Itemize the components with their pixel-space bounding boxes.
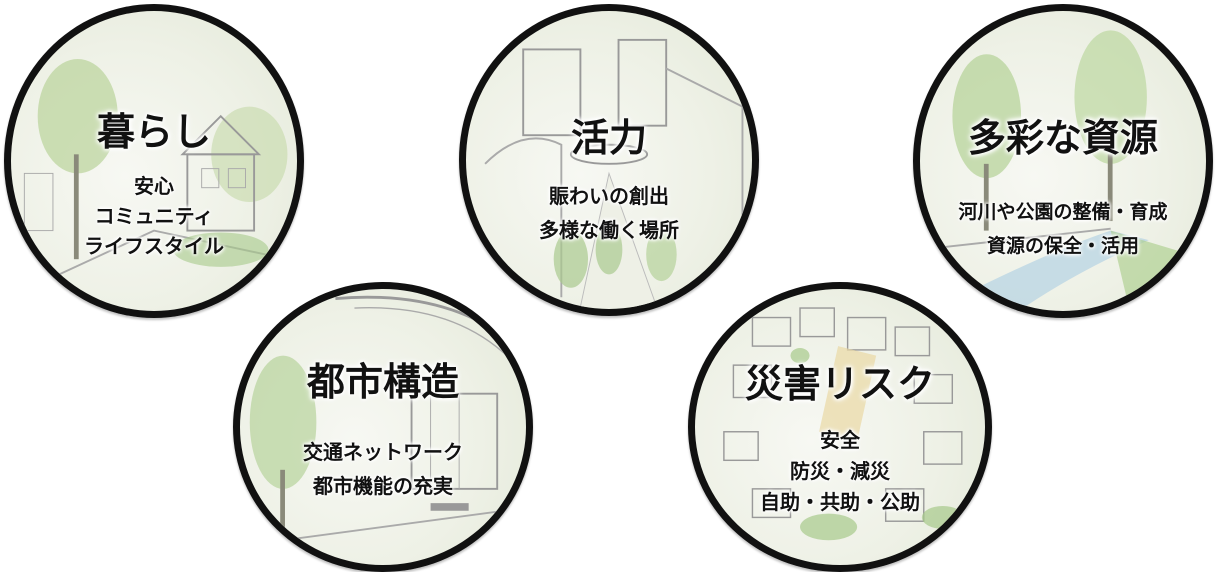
theme-circle-shigen: 多彩な資源 河川や公園の整備・育成 資源の保全・活用: [913, 4, 1213, 318]
theme-circle-toshi: 都市構造 交通ネットワーク 都市機能の充実: [233, 282, 533, 572]
theme-keywords: 安全 防災・減災 自助・共助・公助: [695, 425, 985, 518]
town-aerial-sketch-illustration: [723, 307, 964, 541]
keyword-line: 賑わいの創出: [549, 184, 669, 208]
keyword-line: 都市機能の充実: [313, 474, 453, 498]
street-sketch-illustration: [23, 58, 288, 289]
keyword-line: 自助・共助・公助: [760, 490, 920, 514]
theme-circle-katsuryoku: 活力 賑わいの創出 多様な働く場所: [459, 4, 759, 316]
theme-keywords: 安心 コミュニティ ライフスタイル: [11, 171, 297, 261]
theme-keywords: 交通ネットワーク 都市機能の充実: [240, 435, 526, 503]
keyword-line: 河川や公園の整備・育成: [958, 201, 1168, 223]
river-park-sketch-illustration: [920, 30, 1206, 311]
keyword-line: 資源の保全・活用: [986, 235, 1139, 257]
keyword-line: ライフスタイル: [84, 234, 224, 258]
theme-title: 多彩な資源: [967, 116, 1158, 160]
theme-circle-kurashi: 暮らし 安心 コミュニティ ライフスタイル: [4, 4, 304, 318]
keyword-line: 安心: [134, 174, 174, 198]
keyword-line: 安全: [820, 428, 860, 452]
keyword-line: 交通ネットワーク: [303, 440, 463, 464]
theme-title: 活力: [570, 116, 647, 160]
theme-title: 暮らし: [96, 110, 211, 154]
theme-keywords: 河川や公園の整備・育成 資源の保全・活用: [920, 195, 1206, 263]
theme-keywords: 賑わいの創出 多様な働く場所: [466, 179, 752, 247]
keyword-line: 防災・減災: [790, 459, 890, 483]
keyword-line: 多様な働く場所: [539, 218, 679, 242]
theme-title: 災害リスク: [744, 362, 935, 406]
theme-circle-saigai: 災害リスク 安全 防災・減災 自助・共助・公助: [688, 282, 992, 572]
plaza-sketch-illustration: [484, 38, 744, 307]
station-sketch-illustration: [240, 295, 526, 547]
theme-title: 都市構造: [306, 360, 459, 404]
keyword-line: コミュニティ: [94, 204, 214, 228]
